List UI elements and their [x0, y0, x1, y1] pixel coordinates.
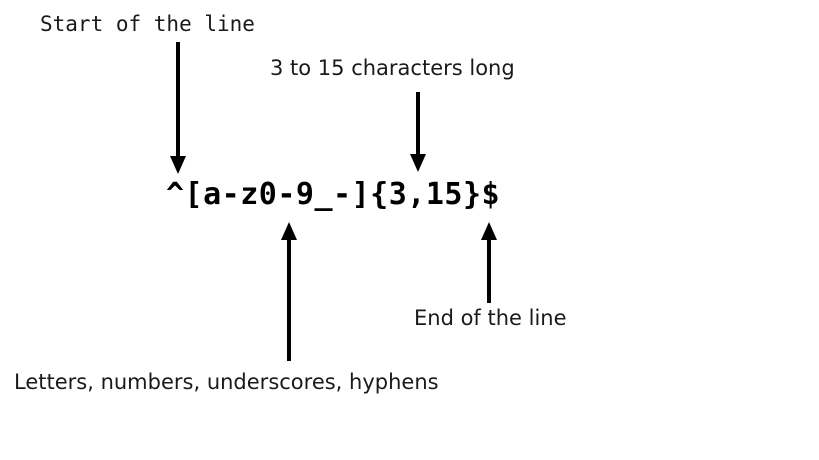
annotation-label-length-range: 3 to 15 characters long: [270, 56, 515, 80]
arrow-up-end-of-line-icon: [481, 222, 497, 303]
clipped-text-fragment: ,: [0, 372, 1, 393]
arrow-down-length-range-icon: [410, 92, 426, 172]
annotation-label-start-of-line: Start of the line: [40, 12, 255, 36]
arrow-up-character-set-icon: [281, 222, 297, 361]
annotation-label-end-of-line: End of the line: [414, 306, 567, 330]
annotation-label-character-set: Letters, numbers, underscores, hyphens: [14, 370, 439, 394]
arrow-down-start-of-line-icon: [170, 42, 186, 174]
regex-expression-text: ^[a-z0-9_-]{3,15}$: [166, 177, 501, 212]
